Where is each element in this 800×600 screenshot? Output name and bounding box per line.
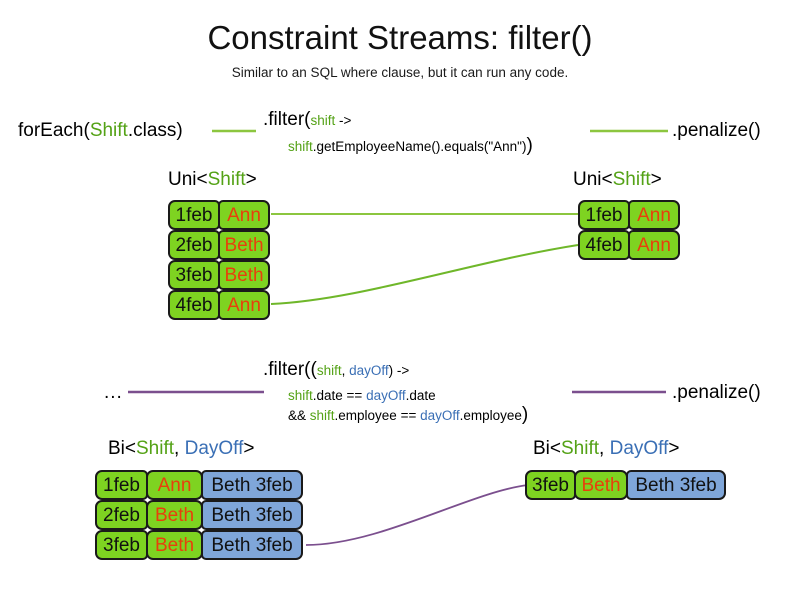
bi-filter-param-shift: shift xyxy=(316,363,342,378)
uni-filter-arrow: -> xyxy=(335,113,352,128)
uni-source-label: forEach(Shift.class) xyxy=(18,119,183,143)
tuple-row[interactable]: 1feb Ann Beth 3feb xyxy=(95,470,303,500)
uni-source-suffix: .class) xyxy=(127,120,183,141)
uni-input-caption-suffix: > xyxy=(245,169,257,190)
bi-output-caption-type-dayoff: DayOff xyxy=(609,438,669,459)
uni-filter-close-paren: ) xyxy=(526,135,533,156)
uni-output-caption-suffix: > xyxy=(650,169,662,190)
bi-filter-line2: shift.date == dayOff.date xyxy=(288,387,436,405)
bi-output-caption: Bi<Shift, DayOff> xyxy=(533,437,679,461)
bi-filter-l2-mid: .date == xyxy=(312,388,367,403)
tuple-row[interactable]: 2feb Beth xyxy=(168,230,270,260)
bi-output-caption-suffix: > xyxy=(668,438,680,459)
tuple-row[interactable]: 2feb Beth Beth 3feb xyxy=(95,500,303,530)
uni-output-caption: Uni<Shift> xyxy=(573,168,662,192)
tuple-cell-date: 1feb xyxy=(578,200,630,230)
tuple-row[interactable]: 3feb Beth xyxy=(168,260,270,290)
uni-filter-line2: shift.getEmployeeName().equals("Ann")) xyxy=(288,135,533,156)
tuple-cell-name: Ann xyxy=(218,290,270,320)
uni-input-caption-prefix: Uni< xyxy=(168,169,208,190)
tuple-cell-dayoff: Beth 3feb xyxy=(201,530,303,560)
bi-input-caption-comma: , xyxy=(174,438,185,459)
bi-output-caption-comma: , xyxy=(599,438,610,459)
bi-filter-l3-shift: shift xyxy=(309,408,335,423)
tuple-cell-name: Beth xyxy=(218,260,270,290)
tuple-cell-date: 2feb xyxy=(168,230,220,260)
tuple-row[interactable]: 1feb Ann xyxy=(168,200,270,230)
bi-input-caption: Bi<Shift, DayOff> xyxy=(108,437,254,461)
tuple-row[interactable]: 4feb Ann xyxy=(168,290,270,320)
tuple-cell-date: 3feb xyxy=(525,470,576,500)
uni-source-prefix: forEach( xyxy=(18,120,90,141)
uni-filter-body: .getEmployeeName().equals("Ann") xyxy=(312,139,527,154)
bi-output-caption-prefix: Bi< xyxy=(533,438,561,459)
page-title: Constraint Streams: filter() xyxy=(207,19,593,56)
bi-filter-call: .filter(( xyxy=(263,359,317,380)
tuple-cell-name: Ann xyxy=(628,230,680,260)
uni-sink-label: .penalize() xyxy=(672,120,761,141)
tuple-cell-date: 1feb xyxy=(168,200,220,230)
page-subtitle: Similar to an SQL where clause, but it c… xyxy=(231,65,569,80)
tuple-cell-date: 3feb xyxy=(168,260,220,290)
tuple-cell-name: Beth xyxy=(218,230,270,260)
tuple-cell-name: Beth xyxy=(146,500,203,530)
bi-filter-line3: && shift.employee == dayOff.employee) xyxy=(288,404,529,425)
tuple-cell-date: 1feb xyxy=(95,470,148,500)
uni-filter-line1: .filter(shift -> xyxy=(263,108,351,132)
bi-filter-l2-dayoff: dayOff xyxy=(366,388,406,403)
tuple-cell-name: Beth xyxy=(574,470,628,500)
tuple-row[interactable]: 3feb Beth Beth 3feb xyxy=(525,470,726,500)
uni-filter-call: .filter( xyxy=(263,109,311,130)
bi-filter-param-dayoff: dayOff xyxy=(349,363,389,378)
bi-input-caption-type-shift: Shift xyxy=(136,438,175,459)
tuple-cell-date: 4feb xyxy=(168,290,220,320)
uni-filter-param: shift xyxy=(310,113,336,128)
tuple-row[interactable]: 3feb Beth Beth 3feb xyxy=(95,530,303,560)
tuple-cell-dayoff: Beth 3feb xyxy=(201,500,303,530)
bi-filter-close-paren: ) xyxy=(521,404,529,425)
bi-filter-param-comma: , xyxy=(341,363,350,378)
tuple-row[interactable]: 4feb Ann xyxy=(578,230,680,260)
uni-source-type: Shift xyxy=(89,120,128,141)
uni-filter-body-param: shift xyxy=(288,139,313,154)
tuple-cell-dayoff: Beth 3feb xyxy=(626,470,726,500)
tuple-cell-date: 3feb xyxy=(95,530,148,560)
tuple-row[interactable]: 1feb Ann xyxy=(578,200,680,230)
uni-input-caption-type: Shift xyxy=(207,169,246,190)
bi-input-caption-type-dayoff: DayOff xyxy=(184,438,244,459)
bi-input-caption-prefix: Bi< xyxy=(108,438,136,459)
uni-output-caption-type: Shift xyxy=(612,169,651,190)
tuple-cell-name: Ann xyxy=(628,200,680,230)
bi-sink-label: .penalize() xyxy=(672,382,761,403)
bi-filter-l3-dayoff: dayOff xyxy=(420,408,460,423)
bi-filter-arrow: ) -> xyxy=(388,363,410,378)
uni-output-caption-prefix: Uni< xyxy=(573,169,613,190)
bi-filter-l2-end: .date xyxy=(405,388,436,403)
tuple-cell-name: Ann xyxy=(218,200,270,230)
tuple-cell-date: 4feb xyxy=(578,230,630,260)
bi-filter-l3-end: .employee xyxy=(459,408,522,423)
bi-filter-l2-shift: shift xyxy=(288,388,313,403)
tuple-cell-date: 2feb xyxy=(95,500,148,530)
bi-source-label: ... xyxy=(104,382,123,403)
tuple-cell-dayoff: Beth 3feb xyxy=(201,470,303,500)
bi-filter-l3-mid: .employee == xyxy=(334,408,421,423)
bi-output-caption-type-shift: Shift xyxy=(561,438,600,459)
bi-filter-l3-and: && xyxy=(288,408,310,423)
tuple-cell-name: Beth xyxy=(146,530,203,560)
bi-filter-line1: .filter((shift, dayOff) -> xyxy=(263,358,409,382)
bi-input-caption-suffix: > xyxy=(243,438,255,459)
uni-input-caption: Uni<Shift> xyxy=(168,168,257,192)
tuple-cell-name: Ann xyxy=(146,470,203,500)
